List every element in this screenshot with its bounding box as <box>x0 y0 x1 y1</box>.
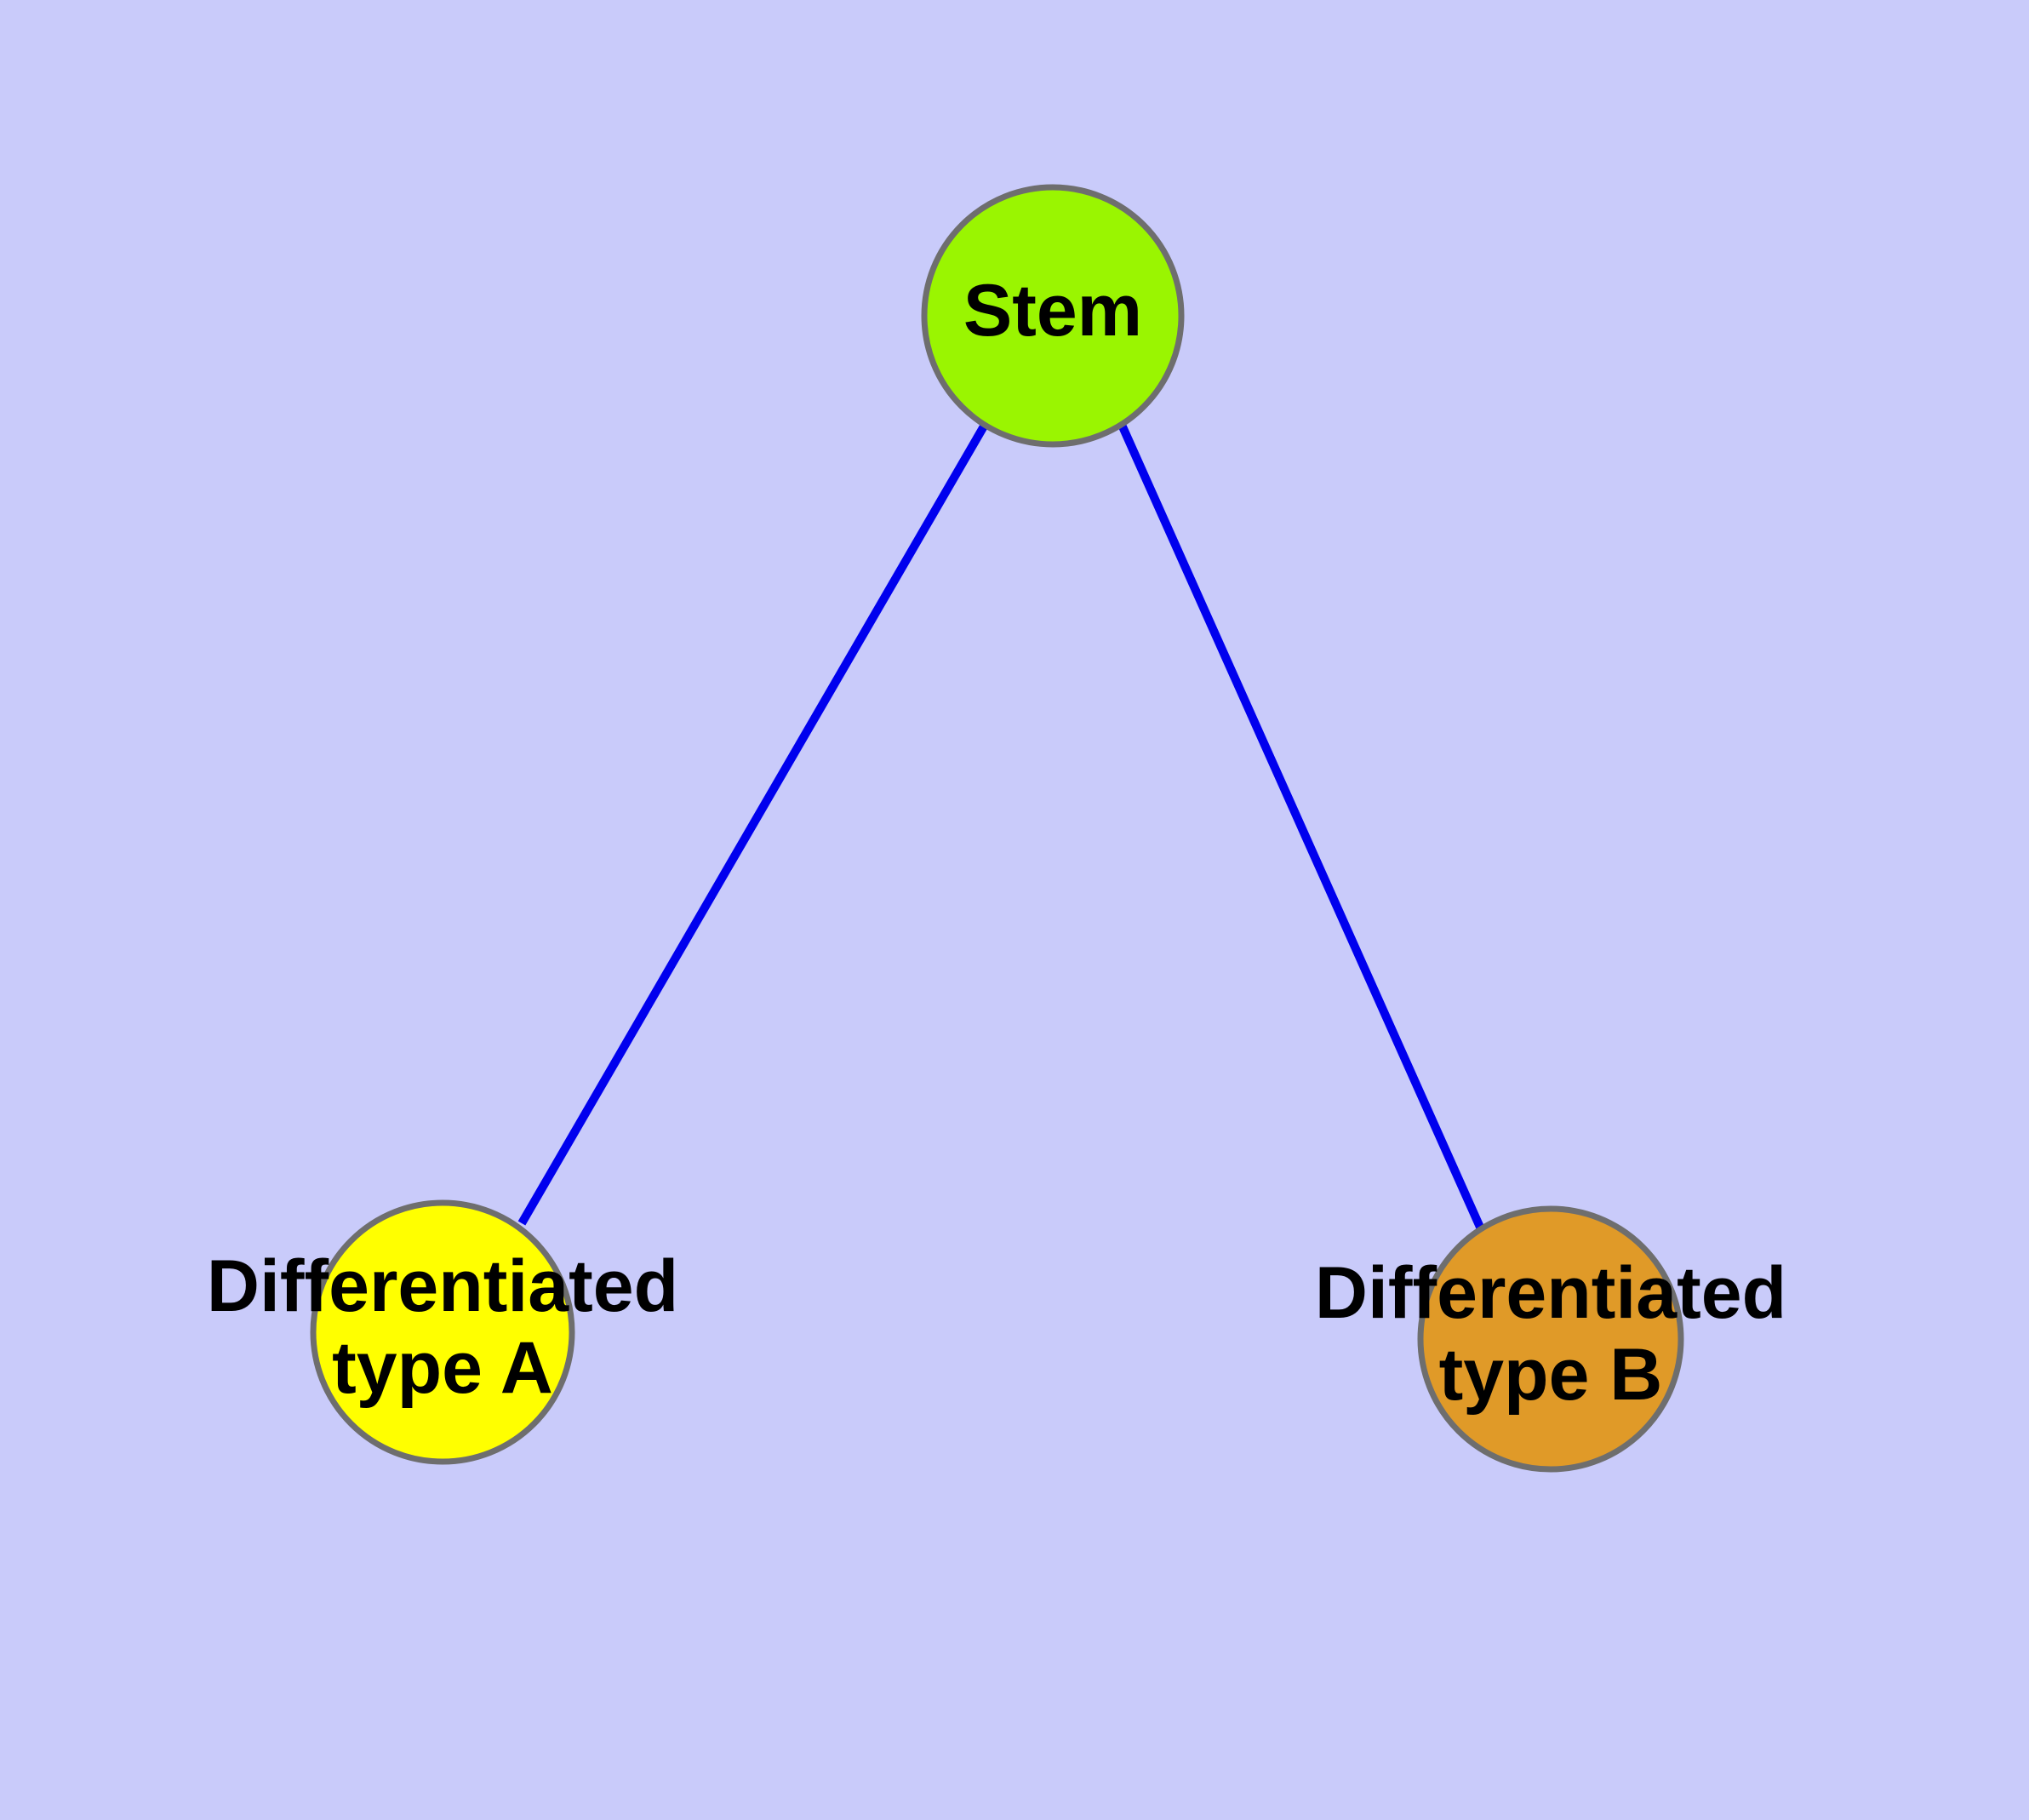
node-label-line: Differentiated <box>1315 1252 1786 1334</box>
node-label-line: Differentiated <box>207 1245 678 1327</box>
node-label-line: type B <box>1439 1334 1663 1416</box>
edge-stem-to-diff-b[interactable] <box>1117 422 1486 1233</box>
node-label-stem: Stem <box>963 270 1142 352</box>
edges-layer <box>517 422 1486 1233</box>
nodes-layer <box>310 184 1684 1473</box>
node-label-line: type A <box>332 1327 553 1409</box>
node-label-line: Stem <box>963 270 1142 352</box>
node-circle-diff_b[interactable] <box>1417 1205 1684 1473</box>
node-circle-diff_a[interactable] <box>310 1199 575 1465</box>
node-circle-stem[interactable] <box>921 184 1185 448</box>
edge-stem-to-diff-a[interactable] <box>517 422 989 1226</box>
